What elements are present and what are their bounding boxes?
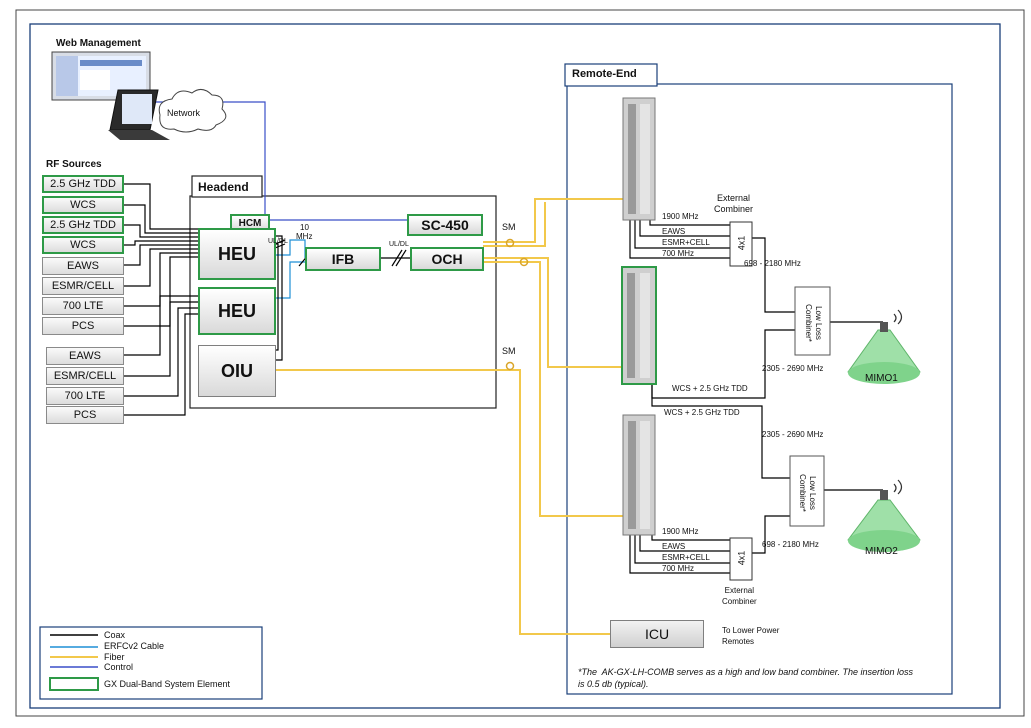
band-1900-bottom: 1900 MHz (662, 527, 699, 536)
remote-end-title: Remote-End (572, 68, 637, 80)
mhz-value: 10 (300, 223, 309, 232)
legend-gx-swatch (49, 677, 99, 691)
rf-source-2-5ghz-tdd: 2.5 GHz TDD (42, 175, 124, 193)
coax-remote-bottom (629, 384, 883, 574)
sm-label-2: SM (502, 346, 516, 356)
sc-450-unit: SC-450 (407, 214, 483, 236)
band-esmr-cell-top: ESMR+CELL (662, 238, 710, 247)
remote-unit-1 (622, 97, 656, 221)
low-loss-combiner-top-label: Low Loss Combiner* (804, 304, 823, 342)
coax-rf-sources (124, 183, 283, 416)
inner-frame (29, 23, 1001, 709)
combiner-footnote: *The AK-GX-LH-COMB serves as a high and … (578, 667, 913, 689)
fiber-lines (276, 198, 623, 635)
wcs-tdd-label-2: WCS + 2.5 GHz TDD (664, 408, 740, 417)
sm-label-1: SM (502, 222, 516, 232)
sm-markers (505, 238, 529, 371)
mimo1-antenna (847, 309, 921, 384)
low-loss-combiner-bottom (789, 455, 825, 527)
heu-unit-1: HEU (198, 228, 276, 280)
remote-unit-2 (621, 266, 657, 385)
rf-source-eaws: EAWS (42, 257, 124, 275)
external-combiner-top-label: External Combiner (714, 193, 754, 214)
rf-source-esmr-cell: ESMR/CELL (46, 367, 124, 385)
rf-source-eaws: EAWS (46, 347, 124, 365)
rf-source-wcs: WCS (42, 196, 124, 214)
rf-source-esmr-cell: ESMR/CELL (42, 277, 124, 295)
band-eaws-top: EAWS (662, 227, 686, 236)
rf-source-pcs: PCS (42, 317, 124, 335)
combiner-4x1-bottom-label: 4x1 (736, 550, 747, 566)
oiu-unit: OIU (198, 345, 276, 397)
range-698-2180-bottom: 698 - 2180 MHz (762, 540, 819, 549)
remote-end-title-box (564, 63, 658, 87)
band-700-bottom: 700 MHz (662, 564, 695, 573)
headend-title-box (191, 175, 263, 198)
band-eaws-bottom: EAWS (662, 542, 686, 551)
legend-coax-label: Coax (104, 630, 126, 640)
range-2305-2690-bottom: 2305 - 2690 MHz (762, 430, 824, 439)
heu-unit-2: HEU (198, 287, 276, 335)
web-management-title: Web Management (56, 38, 141, 49)
rf-source-700-lte: 700 LTE (46, 387, 124, 405)
range-2305-2690-top: 2305 - 2690 MHz (762, 364, 824, 373)
rf-source-2-5ghz-tdd: 2.5 GHz TDD (42, 216, 124, 234)
low-loss-combiner-top (794, 286, 831, 356)
outer-frame (15, 9, 1025, 717)
band-700-top: 700 MHz (662, 249, 695, 258)
ul-dl-label-2: UL/DL (389, 241, 409, 248)
rf-source-700-lte: 700 LTE (42, 297, 124, 315)
mimo1-label: MIMO1 (865, 373, 898, 384)
band-1900-top: 1900 MHz (662, 212, 699, 221)
wcs-tdd-label-1: WCS + 2.5 GHz TDD (672, 384, 748, 393)
rf-source-pcs: PCS (46, 406, 124, 424)
legend-gx-label: GX Dual-Band System Element (104, 679, 231, 689)
band-esmr-cell-bottom: ESMR+CELL (662, 553, 710, 562)
rf-source-wcs: WCS (42, 236, 124, 254)
legend-erfc-label: ERFCv2 Cable (104, 641, 165, 651)
och-unit: OCH (410, 247, 484, 271)
rf-sources-title: RF Sources (46, 159, 102, 170)
network-cloud (158, 89, 227, 133)
range-698-2180-top: 698 - 2180 MHz (744, 259, 801, 268)
ul-dl-label-1: UL/DL (268, 238, 288, 245)
icu-note: To Lower Power Remotes (722, 626, 780, 646)
web-management-computers (51, 51, 170, 140)
combiner-4x1-bottom (729, 537, 753, 581)
mhz-unit: MHz (296, 232, 313, 241)
ifb-unit: IFB (305, 247, 381, 271)
mimo2-antenna (847, 479, 921, 552)
mimo2-label: MIMO2 (865, 546, 898, 557)
erfc-lines (276, 239, 306, 299)
legend-control-label: Control (104, 662, 134, 672)
icu-unit: ICU (610, 620, 704, 648)
combiner-4x1-top (729, 221, 753, 267)
low-loss-combiner-bottom-label: Low Loss Combiner* (798, 474, 817, 512)
network-label: Network (167, 108, 201, 118)
remote-unit-3 (622, 414, 656, 536)
external-combiner-bottom-label: External Combiner (722, 586, 757, 606)
combiner-4x1-top-label: 4x1 (736, 235, 747, 251)
legend-fiber-label: Fiber (104, 652, 125, 662)
headend-title: Headend (198, 180, 249, 194)
